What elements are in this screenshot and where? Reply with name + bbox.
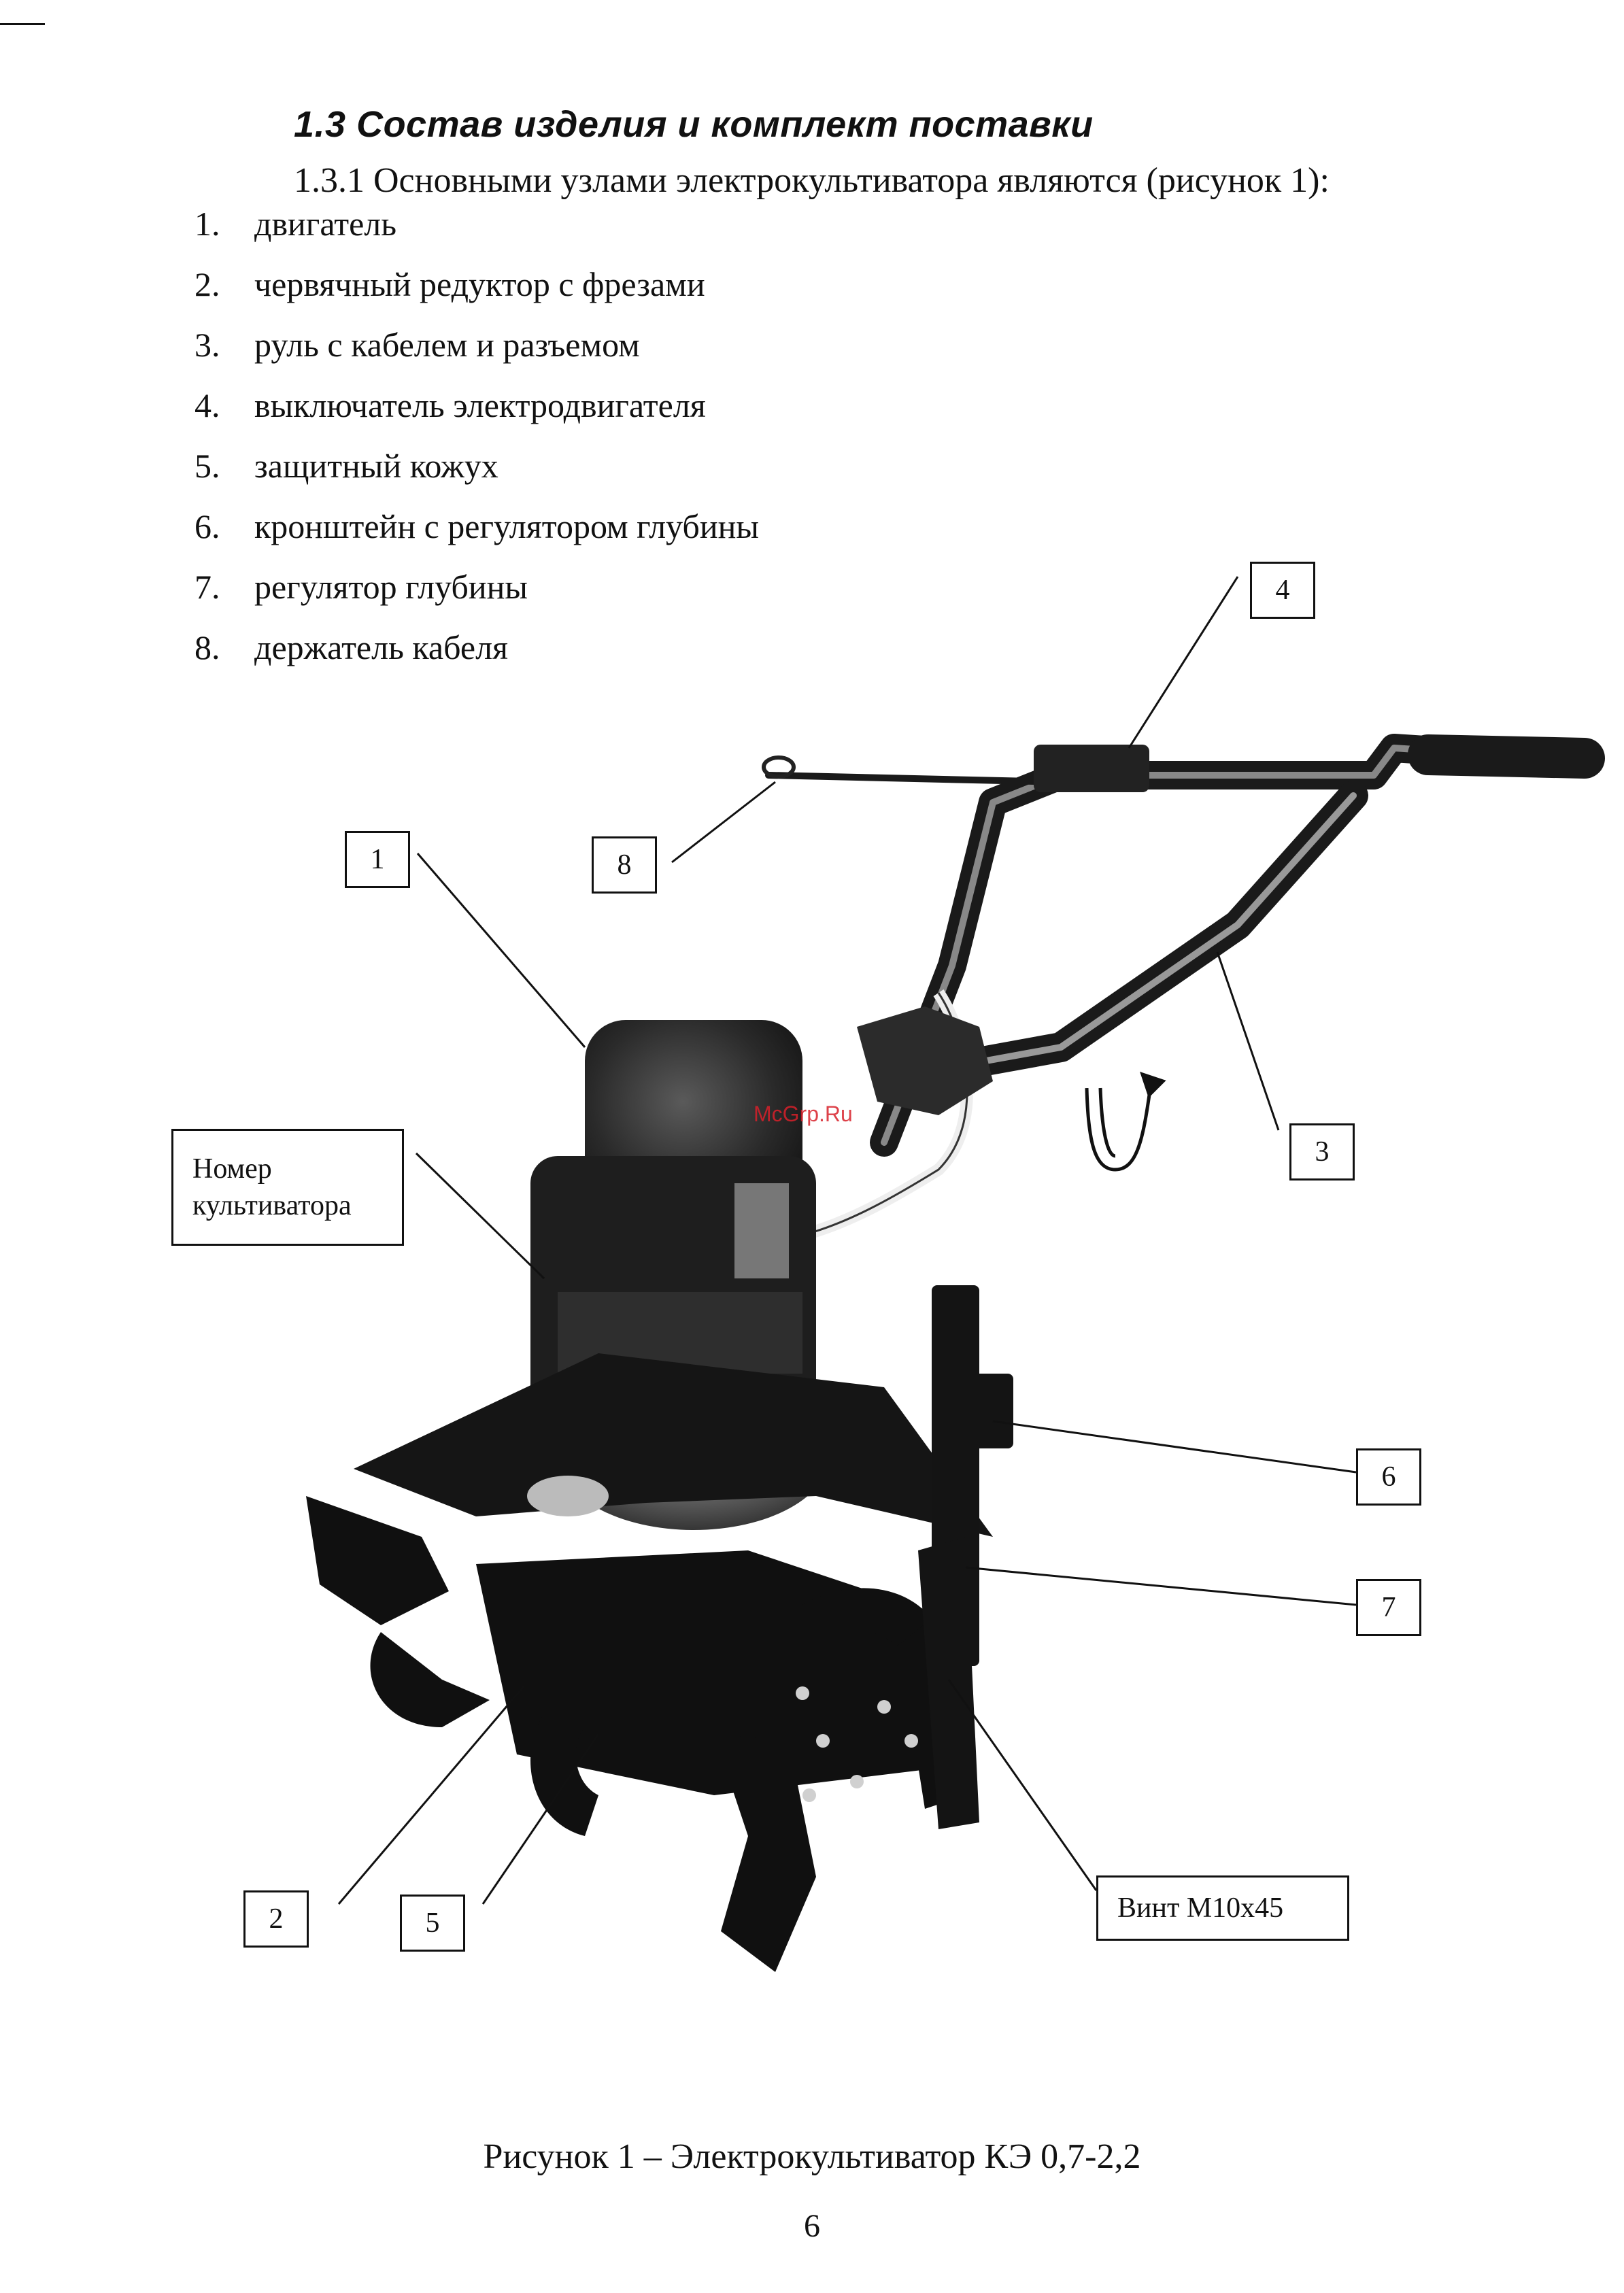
watermark: McGrp.Ru (754, 1102, 853, 1126)
depth-regulator (918, 1285, 1013, 1829)
list-item: 2.червячный редуктор с фрезами (194, 265, 705, 303)
switch-box (1034, 745, 1149, 792)
gearbox (558, 1380, 830, 1530)
list-item: 1.двигатель (194, 205, 397, 243)
list-item: 8.держатель кабеля (194, 628, 509, 666)
list-item: 7.регулятор глубины (194, 568, 528, 606)
page-edge-mark (0, 23, 45, 25)
page-number: 6 (804, 2208, 820, 2244)
motor (530, 1020, 816, 1414)
list-item: 6.кронштейн с регулятором глубины (194, 507, 759, 545)
callout-3: 3 (1289, 1123, 1355, 1181)
leader-lines (337, 576, 1357, 1905)
callout-5: 5 (400, 1895, 465, 1952)
cable-holder (762, 755, 796, 779)
parts-list: 1.двигатель 2.червячный редуктор с фреза… (194, 204, 759, 688)
figure-caption: Рисунок 1 – Электрокультиватор КЭ 0,7-2,… (483, 2137, 1141, 2176)
callout-2: 2 (243, 1890, 309, 1948)
serial-number-label: Номер культиватора (171, 1129, 404, 1246)
callout-4: 4 (1250, 562, 1315, 619)
handlebar (765, 734, 1605, 1157)
list-item: 5.защитный кожух (194, 447, 498, 485)
list-item: 4.выключатель электродвигателя (194, 386, 706, 424)
section-heading: 1.3 Состав изделия и комплект поставки (294, 104, 1094, 145)
intro-paragraph: 1.3.1 Основными узлами электрокультивато… (294, 161, 1330, 200)
screw-label: Винт М10х45 (1096, 1875, 1349, 1941)
shield (354, 1353, 993, 1537)
list-item: 3.руль с кабелем и разъемом (194, 326, 640, 364)
callout-8: 8 (592, 836, 657, 894)
callout-6: 6 (1356, 1448, 1421, 1506)
callout-1: 1 (345, 831, 410, 888)
rotation-arrow-icon (1085, 1072, 1166, 1172)
callout-7: 7 (1356, 1579, 1421, 1636)
